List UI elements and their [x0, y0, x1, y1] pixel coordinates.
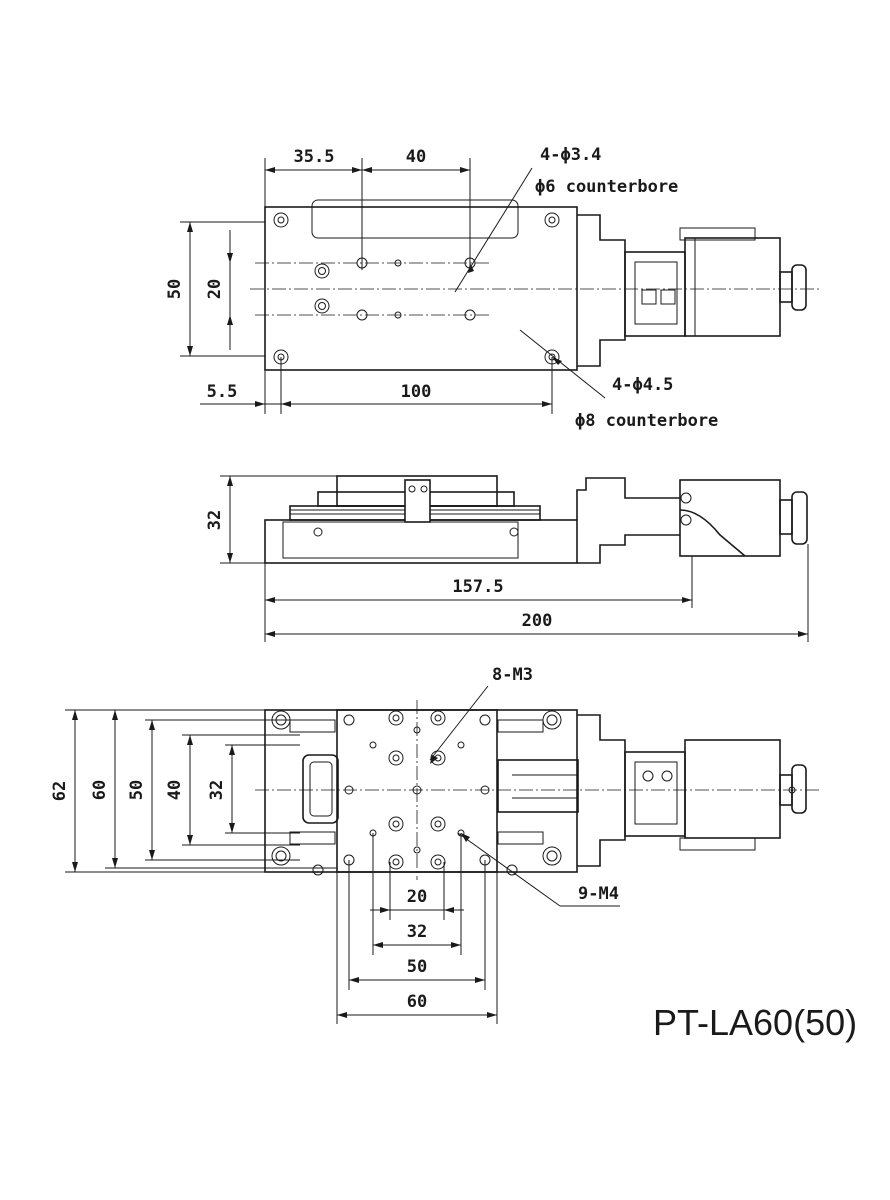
top-coupling [634, 261, 678, 325]
dim-label-157-5: 157.5 [452, 577, 503, 597]
bottom-motor-mount [577, 714, 626, 867]
dim-label-20: 20 [205, 279, 225, 299]
callout-small-hole-counterbore: ϕ6 counterbore [535, 177, 678, 197]
top-coupling-screw [641, 289, 657, 305]
top-motor-mount [577, 214, 626, 367]
side-base [264, 519, 578, 564]
top-coupling-housing [624, 251, 686, 337]
dim-label-62: 62 [50, 781, 70, 801]
side-knob [791, 491, 808, 545]
top-knob [791, 264, 807, 311]
top-hole [544, 212, 560, 228]
dim-label-5-5: 5.5 [207, 382, 238, 402]
model-label: PT-LA60(50) [653, 1002, 857, 1043]
top-hole [356, 309, 368, 321]
top-hole [464, 309, 476, 321]
bottom-knob [791, 764, 807, 814]
top-hole [394, 259, 402, 267]
top-slot [311, 199, 519, 239]
side-motor [679, 479, 781, 557]
dim-label-35-5: 35.5 [294, 147, 335, 167]
side-motor-mount [576, 477, 680, 564]
top-base-plate [264, 206, 578, 371]
callout-m3: 8-M3 [492, 665, 533, 685]
dim-label-100: 100 [401, 382, 432, 402]
top-motor-flange [679, 227, 756, 241]
side-base-window [282, 521, 519, 559]
dim-label-32-h: 32 [407, 922, 427, 942]
dim-label-60-h: 60 [407, 992, 427, 1012]
dim-label-32-side: 32 [205, 510, 225, 530]
dim-label-50-bottom: 50 [127, 780, 147, 800]
dim-label-40-bottom: 40 [165, 780, 185, 800]
dim-label-60: 60 [90, 780, 110, 800]
dim-label-20-h: 20 [407, 887, 427, 907]
top-hole [394, 311, 402, 319]
top-motor [684, 237, 781, 337]
bottom-motor [684, 739, 781, 839]
side-view: 32 157.5 200 [205, 475, 809, 642]
bottom-view: 62 60 50 40 32 20 32 [50, 665, 820, 1024]
dim-label-200: 200 [522, 611, 553, 631]
callout-m4: 9-M4 [578, 884, 619, 904]
top-hole [314, 298, 330, 314]
top-coupling-screw [660, 289, 676, 305]
dim-label-50: 50 [165, 279, 185, 299]
callout-large-hole: 4-ϕ4.5 [612, 375, 673, 395]
callout-large-hole-counterbore: ϕ8 counterbore [575, 411, 718, 431]
callout-small-hole: 4-ϕ3.4 [540, 145, 601, 165]
top-knob-neck [779, 271, 793, 303]
top-hole [273, 212, 289, 228]
bottom-screw-housing [497, 759, 579, 813]
top-view: 35.5 40 50 20 5.5 100 4-ϕ3.4 ϕ6 counterb… [165, 145, 820, 431]
dim-label-50-h: 50 [407, 957, 427, 977]
side-center-block [404, 479, 431, 523]
side-knob-neck [779, 499, 793, 535]
dim-label-40: 40 [406, 147, 426, 167]
dim-label-32-bottom: 32 [207, 780, 227, 800]
top-hole [314, 263, 330, 279]
bottom-slot [302, 754, 339, 824]
